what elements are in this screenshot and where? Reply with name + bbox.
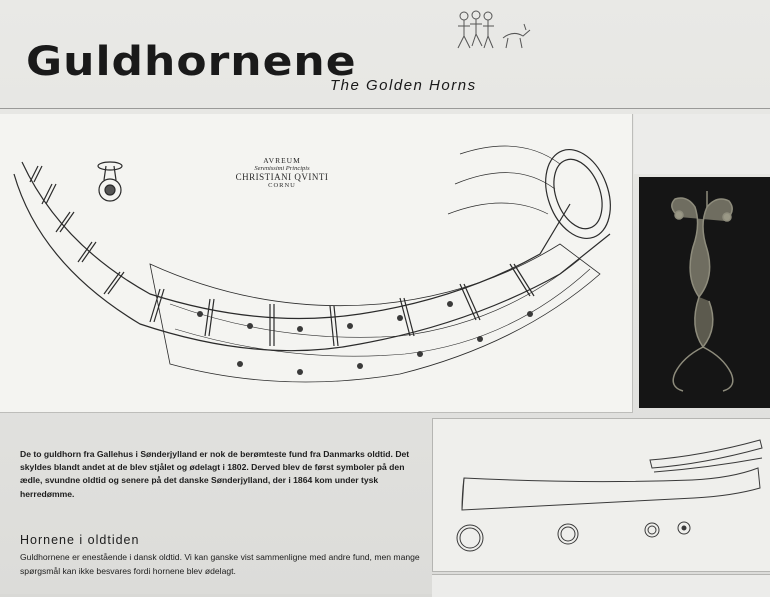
horn-inscription: AVREUM Serenissimi Principis CHRISTIANI … (232, 156, 332, 189)
inscription-line-3: CHRISTIANI QVINTI (235, 172, 329, 182)
golden-horn-engraving (13, 145, 611, 383)
page-subtitle: The Golden Horns (330, 77, 477, 94)
horn-engraving-panel (0, 114, 633, 413)
page-title: Guldhornene (26, 38, 357, 85)
section-paragraph: Guldhornene er enestående i dansk oldtid… (20, 552, 420, 576)
inscription-line-4: CORNU (268, 182, 296, 189)
section-heading: Hornene i oldtiden (20, 533, 140, 547)
figure-sketch-icon (457, 10, 531, 49)
inscription-line-1: AVREUM (263, 156, 301, 165)
bronze-brooch-image (671, 191, 734, 392)
side-panel (634, 114, 770, 174)
caption-panel (432, 574, 770, 597)
inscription-line-2: Serenissimi Principis (254, 165, 310, 172)
intro-paragraph: De to guldhorn fra Gallehus i Sønderjyll… (20, 449, 410, 499)
divider (0, 108, 770, 109)
horn-fragment-panel (432, 418, 770, 572)
horn-fragment-drawing (456, 439, 763, 552)
